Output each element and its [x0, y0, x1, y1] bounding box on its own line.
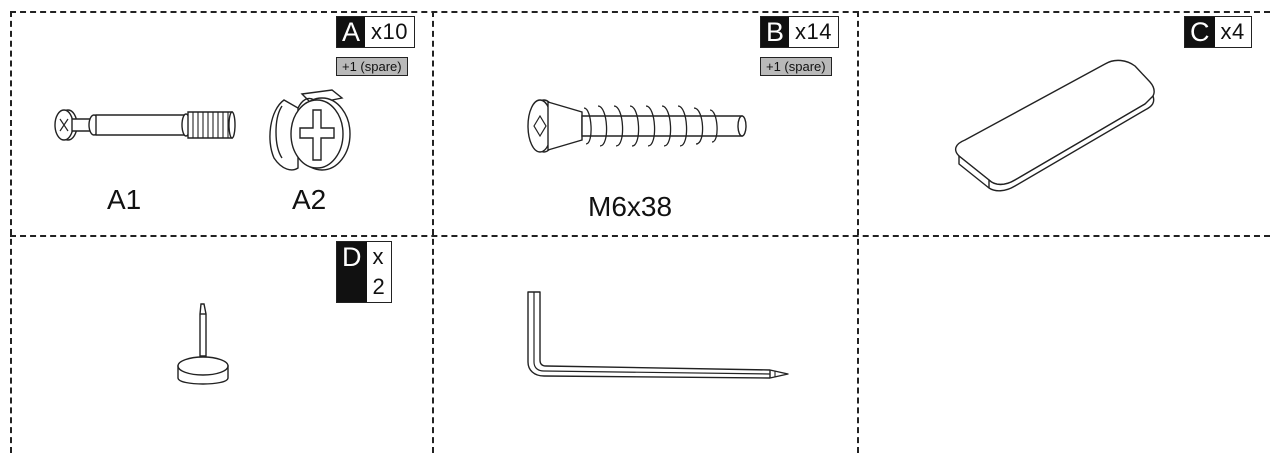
grid-line-middle [10, 235, 1270, 237]
grid-line-top [10, 11, 1270, 13]
part-b-quantity: x14 [795, 19, 832, 44]
part-d-letter: D [337, 242, 367, 302]
grid-line-left [10, 11, 12, 453]
part-c-quantity: x4 [1220, 19, 1245, 44]
part-c-letter: C [1185, 17, 1215, 47]
allen-key-icon [520, 290, 795, 390]
part-b-caption: M6x38 [588, 191, 673, 222]
felt-pad-icon [945, 52, 1165, 192]
grid-line-col2 [857, 11, 859, 453]
cam-bolt-icon [50, 100, 240, 160]
dowel-screw-icon [522, 90, 752, 160]
part-b-spare-badge: +1 (spare) [760, 57, 832, 76]
part-a-quantity: x10 [371, 19, 408, 44]
part-b-letter: B [761, 17, 790, 47]
part-a-spare-badge: +1 (spare) [336, 57, 408, 76]
part-a-label: A x10 [336, 16, 415, 48]
cam-lock-icon [262, 88, 362, 178]
part-a-letter: A [337, 17, 366, 47]
glide-nail-icon [170, 300, 240, 390]
part-d-quantity: x 2 [372, 244, 386, 299]
part-d-label: D x 2 [336, 241, 393, 303]
part-a2-caption: A2 [292, 184, 327, 215]
part-a1-caption: A1 [107, 184, 142, 215]
part-b-label: B x14 [760, 16, 839, 48]
part-c-label: C x4 [1184, 16, 1252, 48]
grid-line-col1 [432, 11, 434, 453]
